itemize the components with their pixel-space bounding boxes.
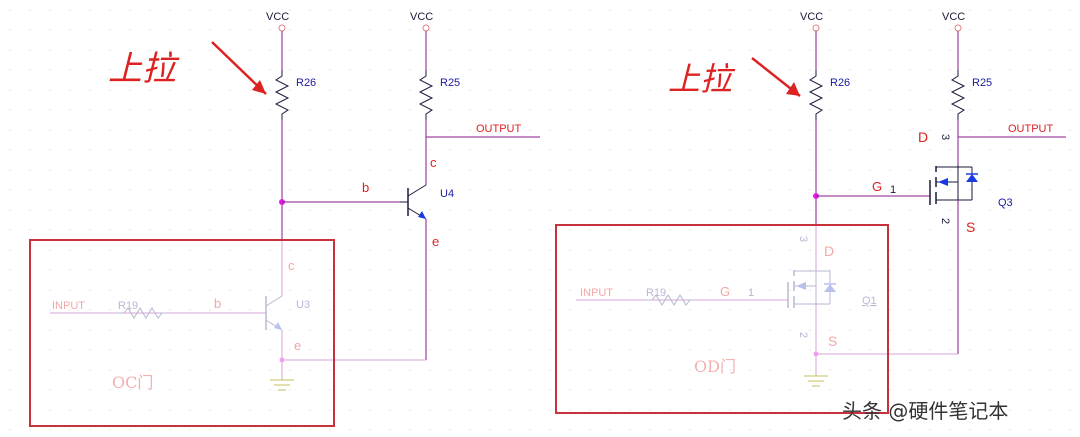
right-gate-type-label: OD门 [694, 357, 736, 376]
left-r25-label: R25 [440, 77, 460, 89]
left-output-label: OUTPUT [476, 123, 522, 135]
right-ground-symbol [804, 375, 828, 387]
right-r25-resistor [950, 70, 966, 120]
left-pin-b-top: b [362, 180, 369, 195]
right-pin-3-top: 3 [939, 134, 951, 140]
right-pin-g-bottom: G [720, 284, 730, 299]
right-r25-label: R25 [972, 77, 992, 89]
right-pin-d-bottom: D [824, 243, 834, 259]
right-vcc-1-label: VCC [800, 11, 823, 23]
right-pin-s-bottom: S [828, 333, 837, 349]
right-annotation-arrow [751, 57, 801, 97]
left-ground-symbol [270, 379, 294, 391]
left-vcc-2-label: VCC [410, 11, 433, 23]
right-pin-d-top: D [918, 129, 928, 145]
left-annotation-arrow [211, 41, 267, 95]
right-r26-resistor [808, 70, 824, 120]
left-r19-label: R19 [118, 300, 138, 312]
left-r19-resistor [118, 307, 168, 319]
right-r19-label: R19 [646, 287, 666, 299]
left-transistor-u4 [400, 184, 427, 220]
right-od-highlight-box [555, 224, 889, 414]
right-output-label: OUTPUT [1008, 123, 1054, 135]
right-pin-g-top: G [872, 179, 882, 194]
left-gate-type-label: OC门 [112, 373, 153, 392]
right-pin-s-top: S [966, 219, 975, 235]
right-pin-3-bottom: 3 [797, 236, 809, 242]
left-u4-label: U4 [440, 188, 454, 200]
left-input-label: INPUT [52, 300, 85, 312]
left-pin-c-top: c [430, 155, 437, 170]
right-mosfet-q3 [929, 165, 978, 205]
left-transistor-u3 [265, 295, 283, 331]
left-pullup-annotation: 上拉 [108, 49, 180, 89]
left-pin-b-bottom: b [214, 296, 221, 311]
right-mosfet-q1 [787, 270, 836, 308]
left-pin-e-top: e [432, 234, 439, 249]
right-r26-label: R26 [830, 77, 850, 89]
right-q1-label: Q1 [862, 295, 877, 307]
left-r26-resistor [274, 70, 290, 120]
right-circuit: VCC R26 G 1 VCC R25 OUTPUT D 3 [555, 11, 1066, 414]
right-pin-1-bottom: 1 [748, 287, 754, 299]
left-r25-resistor [418, 70, 434, 120]
left-pin-e-bottom: e [294, 338, 301, 353]
left-pin-c-bottom: c [288, 258, 295, 273]
right-pullup-annotation: 上拉 [668, 60, 736, 98]
right-node-s [813, 351, 819, 357]
left-oc-highlight-box [29, 239, 335, 427]
right-q3-label: Q3 [998, 197, 1013, 209]
right-r19-resistor [646, 294, 696, 306]
left-circuit: VCC R26 b VCC R25 OUTPUT c U4 e [29, 11, 540, 427]
right-input-label: INPUT [580, 287, 613, 299]
left-r26-label: R26 [296, 77, 316, 89]
left-node-e [279, 357, 285, 363]
right-vcc-2-label: VCC [942, 11, 965, 23]
left-vcc-1-label: VCC [266, 11, 289, 23]
right-pin-2-bottom: 2 [797, 332, 809, 338]
right-pin-1-top: 1 [890, 184, 896, 196]
left-u3-label: U3 [296, 299, 310, 311]
right-pin-2-top: 2 [939, 218, 951, 224]
watermark-text: 头条 @硬件笔记本 [842, 399, 1008, 423]
